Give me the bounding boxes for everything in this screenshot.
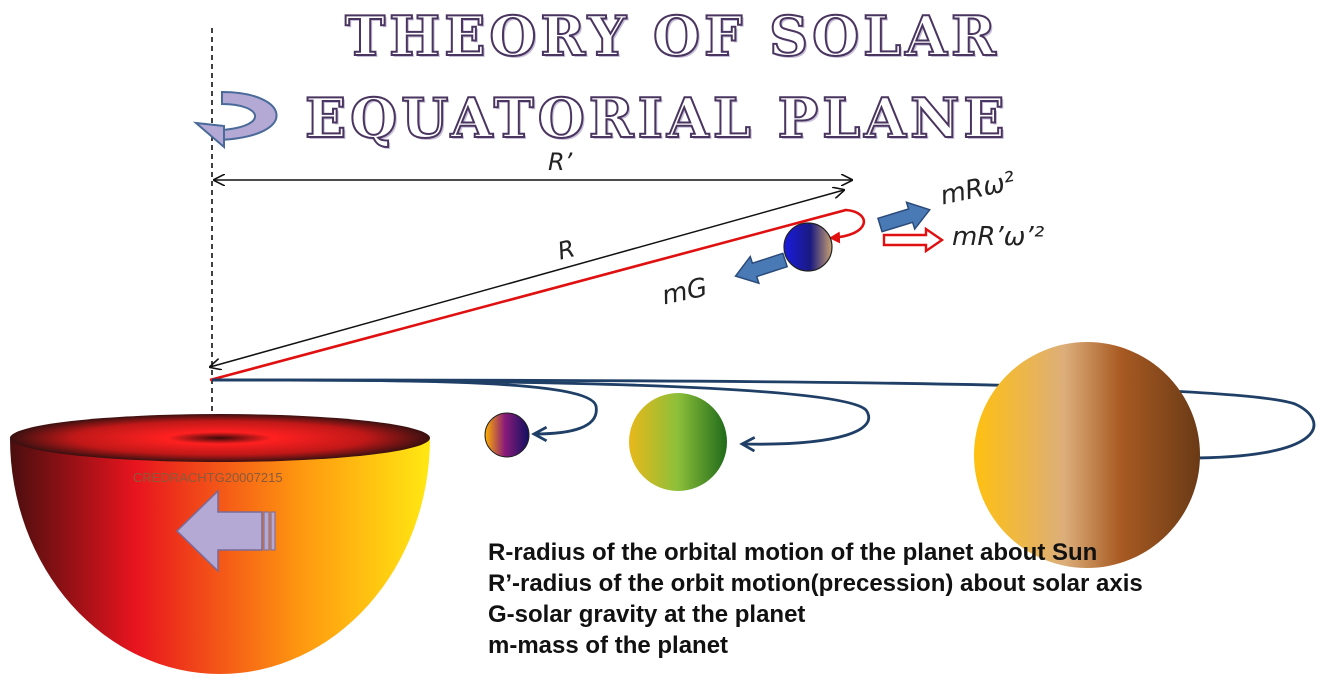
planet-large [974, 342, 1200, 568]
legend-line-r: R-radius of the orbital motion of the pl… [488, 539, 1098, 566]
sun-hemisphere [10, 414, 430, 674]
centrifugal-force-arrow [877, 201, 931, 233]
spin-direction-arrow-icon [175, 489, 276, 573]
r-dimension-arrow [210, 190, 844, 367]
legend-line-r-prime: R’-radius of the orbit motion(precession… [488, 570, 1143, 597]
planet-small [484, 412, 530, 458]
legend: R-radius of the orbital motion of the pl… [488, 537, 1143, 661]
title-line-2: EQUATORIAL PLANE [304, 85, 1009, 151]
label-mrw2-prime: mR’ω’² [952, 222, 1045, 252]
label-r-prime: R’ [548, 148, 573, 176]
rotation-arrow-icon [192, 90, 278, 150]
precession-force-arrow [882, 226, 945, 254]
planet-orbit-path [209, 208, 865, 382]
legend-line-g: G-solar gravity at the planet [488, 601, 806, 628]
title-line-1: THEORY OF SOLAR [344, 3, 1000, 69]
gravity-force-arrow [734, 252, 789, 285]
orbiting-planet [783, 222, 833, 272]
watermark-text: CREDRACHTG20007215 [133, 470, 283, 485]
planet-medium [629, 393, 727, 491]
legend-line-m: m-mass of the planet [488, 632, 729, 659]
